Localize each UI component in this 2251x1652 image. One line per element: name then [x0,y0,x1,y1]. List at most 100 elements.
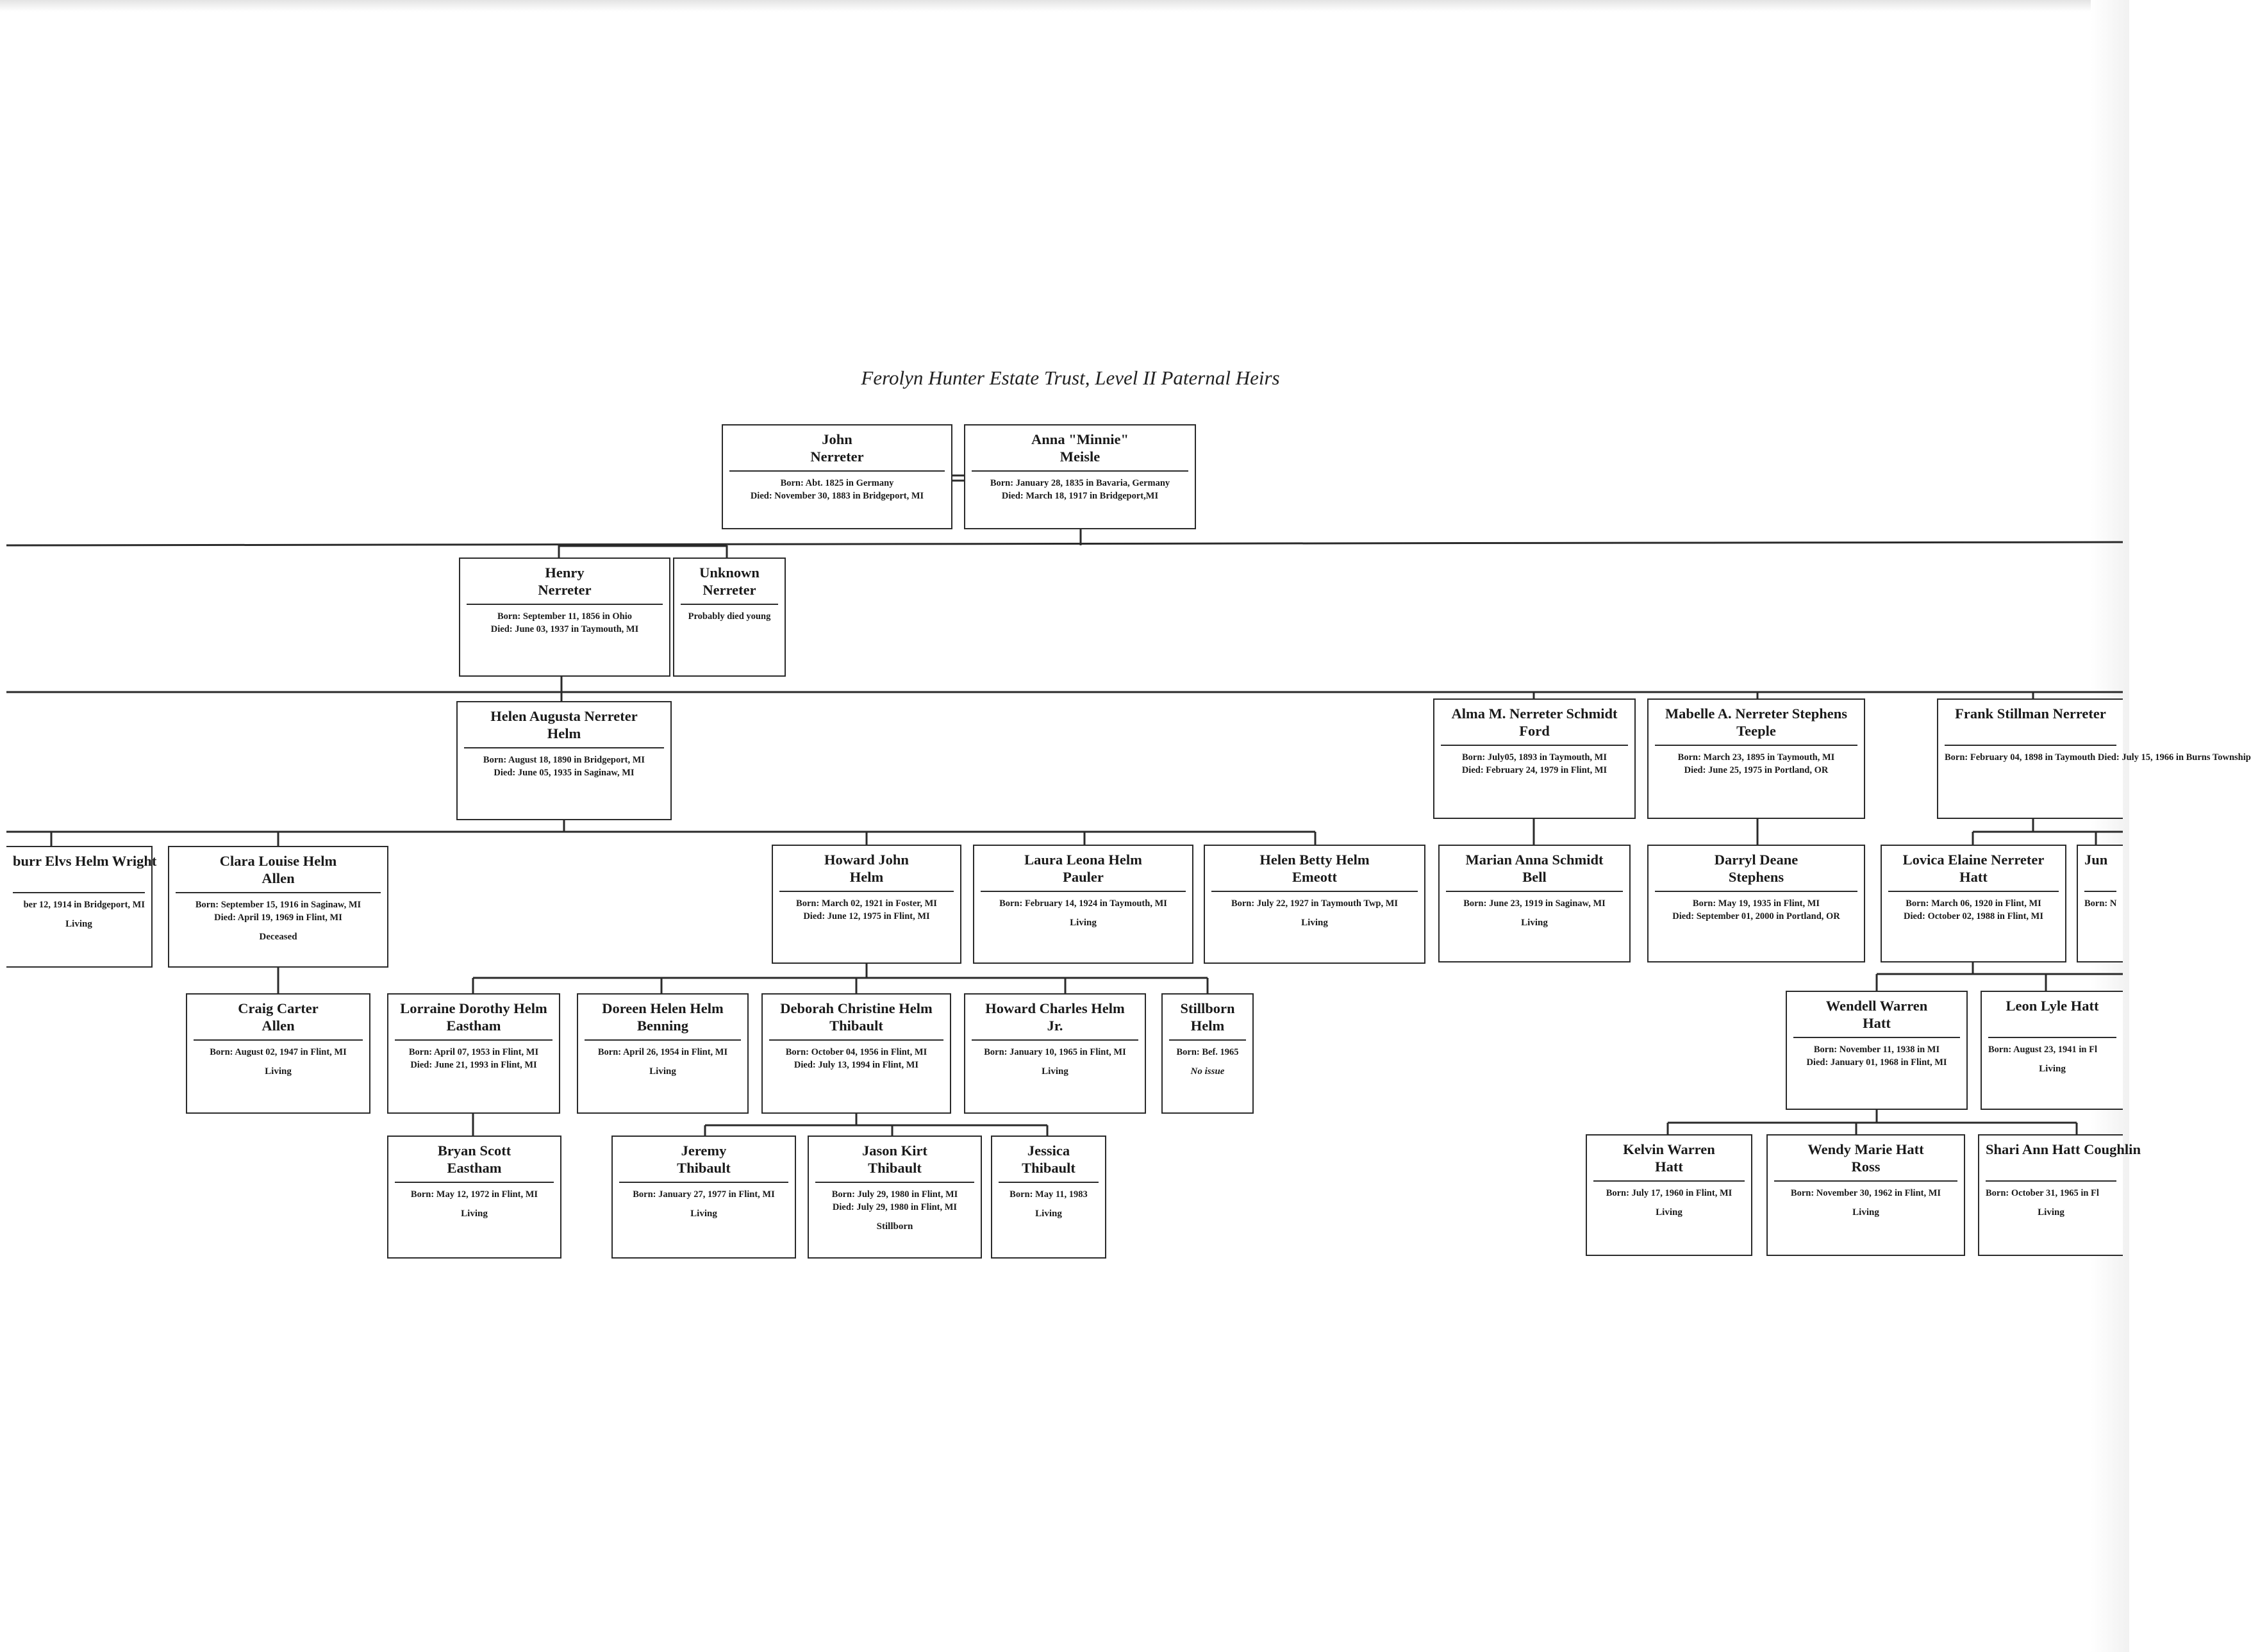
person-name: Deborah Christine Helm Thibault [780,1000,933,1034]
person-dates: Born: August 02, 1947 in Flint, MI [210,1047,347,1057]
person-dates: Born: February 14, 1924 in Taymouth, MI [999,898,1167,909]
person-name: Howard Charles Helm Jr. [985,1000,1125,1034]
card-divider [176,892,381,893]
person-status: Living [1852,1207,1879,1218]
person-dates: Born: September 11, 1856 in Ohio Died: J… [490,611,639,634]
card-divider [194,1039,363,1041]
person-card-frank-nerreter: Frank Stillman Nerreter Born: February 0… [1937,698,2251,819]
card-divider [395,1182,554,1183]
card-divider [972,1039,1138,1041]
person-name: Jason Kirt Thibault [862,1143,927,1176]
person-name: Darryl Deane Stephens [1714,852,1798,885]
card-divider [395,1039,552,1041]
person-name: Shari Ann Hatt Coughlin [1986,1141,2141,1157]
person-dates: Born: N [2084,898,2117,909]
person-status: Stillborn [876,1221,913,1232]
person-card-darryl-stephens: Darryl Deane Stephens Born: May 19, 1935… [1647,845,1865,962]
person-name: Jun [2084,852,2108,868]
card-divider [981,891,1186,892]
card-divider [1593,1180,1745,1182]
person-card-lorraine-eastham: Lorraine Dorothy Helm Eastham Born: Apri… [387,993,560,1114]
person-card-shari-coughlin: Shari Ann Hatt Coughlin Born: October 31… [1978,1134,2141,1256]
person-status: Living [1070,918,1097,928]
person-dates: Born: February 04, 1898 in Taymouth Died… [1945,752,2251,763]
person-name: Mabelle A. Nerreter Stephens Teeple [1665,706,1848,739]
person-dates: Born: Abt. 1825 in Germany Died: Novembe… [750,478,924,501]
card-divider [1986,1180,2116,1182]
person-name: Leon Lyle Hatt [2006,998,2099,1014]
person-dates: Born: July 17, 1960 in Flint, MI [1606,1188,1732,1198]
card-divider [1988,1037,2116,1038]
card-divider [1793,1037,1960,1038]
person-dates: Born: October 04, 1956 in Flint, MI Died… [785,1047,927,1070]
person-card-jun: Jun Born: N [2077,845,2123,962]
person-dates: Born: May 19, 1935 in Flint, MI Died: Se… [1672,898,1840,921]
person-card-marian-bell: Marian Anna Schmidt Bell Born: June 23, … [1438,845,1631,962]
card-divider [1888,891,2059,892]
card-divider [779,891,954,892]
card-divider [464,747,664,748]
card-divider [815,1182,974,1183]
person-name: John Nerreter [810,431,864,465]
person-status: Living [690,1209,717,1219]
person-card-alma-ford: Alma M. Nerreter Schmidt Ford Born: July… [1433,698,1636,819]
person-card-jessica-thibault: Jessica Thibault Born: May 11, 1983 Livi… [991,1136,1106,1259]
person-status: Living [265,1066,292,1077]
person-name: Anna "Minnie" Meisle [1031,431,1129,465]
person-name: Wendell Warren Hatt [1825,998,1928,1031]
person-dates: ber 12, 1914 in Bridgeport, MI [23,900,145,910]
person-name: Lovica Elaine Nerreter Hatt [1902,852,2045,885]
person-status: Living [2038,1207,2064,1218]
person-name: burr Elvs Helm Wright [13,853,157,869]
person-name: Stillborn Helm [1180,1000,1235,1034]
person-status: Living [1035,1209,1062,1219]
person-name: Alma M. Nerreter Schmidt Ford [1451,706,1618,739]
card-divider [585,1039,741,1041]
person-dates: Born: July 22, 1927 in Taymouth Twp, MI [1231,898,1399,909]
card-divider [681,604,778,605]
person-status: Living [2039,1064,2066,1074]
person-card-wendy-ross: Wendy Marie Hatt Ross Born: November 30,… [1766,1134,1965,1256]
person-status: No issue [1190,1066,1225,1077]
person-dates: Probably died young [688,611,771,622]
person-card-leon-hatt: Leon Lyle Hatt Born: August 23, 1941 in … [1981,991,2123,1110]
person-card-helen-betty-emeott: Helen Betty Helm Emeott Born: July 22, 1… [1204,845,1425,964]
person-dates: Born: Bef. 1965 [1176,1047,1239,1057]
person-status: Living [1656,1207,1682,1218]
person-dates: Born: November 30, 1962 in Flint, MI [1790,1188,1941,1198]
person-card-howard-john-helm: Howard John Helm Born: March 02, 1921 in… [772,845,961,964]
card-divider [729,470,945,472]
card-divider [467,604,663,605]
person-dates: Born: November 11, 1938 in MI Died: Janu… [1806,1045,1947,1068]
person-name: Henry Nerreter [538,565,592,598]
person-card-anna-meisle: Anna "Minnie" Meisle Born: January 28, 1… [964,424,1196,529]
person-card-stillborn-helm: Stillborn Helm Born: Bef. 1965 No issue [1161,993,1254,1114]
card-divider [1655,891,1857,892]
connector-lines [6,474,2123,1136]
person-card-jeremy-thibault: Jeremy Thibault Born: January 27, 1977 i… [611,1136,796,1259]
person-dates: Born: June 23, 1919 in Saginaw, MI [1463,898,1606,909]
person-card-doreen-benning: Doreen Helen Helm Benning Born: April 26… [577,993,749,1114]
person-name: Helen Betty Helm Emeott [1259,852,1370,885]
person-name: Howard John Helm [824,852,909,885]
person-dates: Born: January 28, 1835 in Bavaria, Germa… [990,478,1170,501]
person-name: Craig Carter Allen [238,1000,319,1034]
person-card-unknown-nerreter: Unknown Nerreter Probably died young [673,558,786,677]
card-divider [1441,745,1628,746]
card-divider [1945,745,2116,746]
person-name: Clara Louise Helm Allen [219,853,337,886]
person-status: Living [461,1209,488,1219]
person-name: Lorraine Dorothy Helm Eastham [400,1000,547,1034]
person-dates: Born: July 29, 1980 in Flint, MI Died: J… [831,1189,958,1212]
person-card-craig-allen: Craig Carter Allen Born: August 02, 1947… [186,993,370,1114]
card-divider [1211,891,1418,892]
person-name: Doreen Helen Helm Benning [602,1000,724,1034]
card-divider [2084,891,2116,892]
person-name: Frank Stillman Nerreter [1955,706,2106,722]
person-dates: Born: August 23, 1941 in Fl [1988,1045,2097,1055]
card-divider [999,1182,1099,1183]
person-dates: Born: March 06, 1920 in Flint, MI Died: … [1903,898,2044,921]
person-name: Helen Augusta Nerreter Helm [490,708,638,741]
card-divider [1169,1039,1246,1041]
